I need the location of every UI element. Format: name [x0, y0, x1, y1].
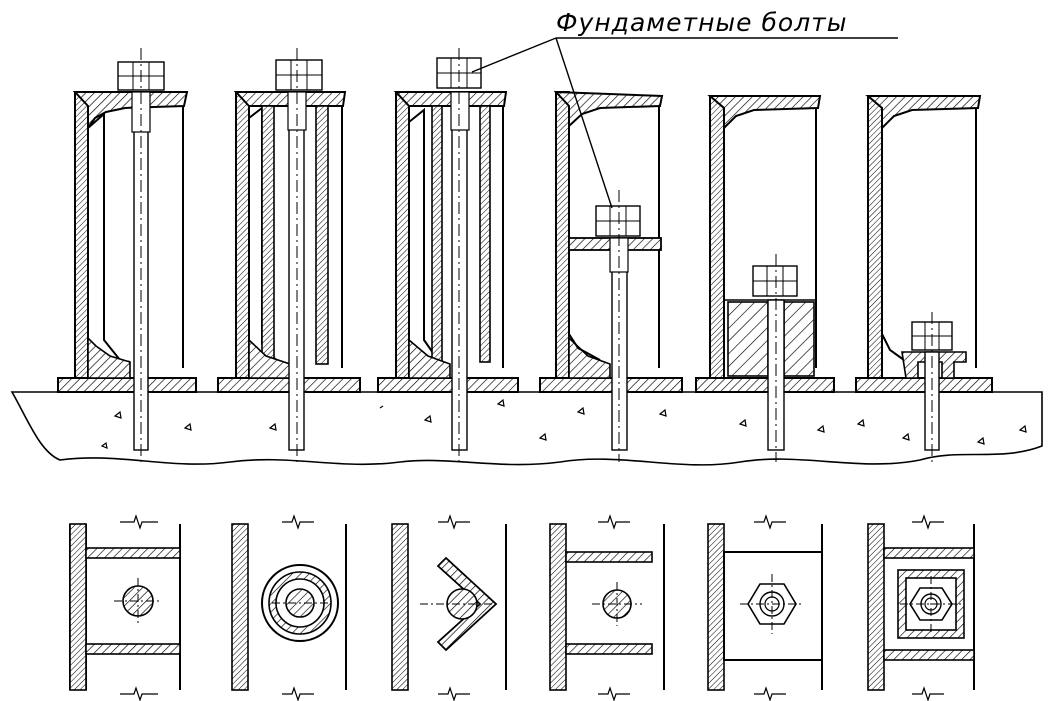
column-section-1: [57, 48, 197, 462]
column-wall-left: [555, 91, 570, 379]
support-tube: [261, 105, 275, 365]
column-inner-rib: [87, 111, 131, 363]
foundation-ground: [10, 391, 1043, 466]
bolt-plate: [901, 351, 967, 379]
plan-view-5: [707, 514, 823, 701]
callout-leader: [471, 37, 898, 209]
column-wall-left: [395, 91, 410, 379]
plan-view-3: [391, 514, 507, 701]
column-top-flange: [72, 91, 189, 132]
plan-view-6: [867, 514, 975, 701]
plan-views: [69, 514, 975, 701]
plan-view-2: [231, 514, 347, 701]
column-top-flange: [707, 95, 822, 131]
support-angle: [431, 105, 443, 363]
column-base-fillet: [87, 336, 131, 379]
base-plate: [855, 377, 993, 393]
leader-to-section-4-bolt: [555, 37, 613, 209]
base-plate: [539, 377, 683, 393]
base-plate: [695, 377, 835, 393]
concrete-aggregate-marks: [100, 398, 1027, 449]
column-section-6: [855, 95, 993, 462]
base-plate: [377, 377, 519, 393]
leader-to-section-3-bolt: [471, 37, 557, 73]
column-section-5: [695, 95, 835, 462]
column-top-flange: [865, 95, 982, 131]
base-plate: [57, 377, 197, 393]
column-section-4: [539, 90, 683, 462]
column-top-flange: [553, 90, 664, 129]
column-section-3: [377, 48, 519, 462]
column-wall-left: [235, 91, 250, 379]
column-section-2: [217, 48, 361, 462]
column-wall-left: [867, 95, 883, 379]
bolt-block: [727, 301, 769, 377]
plan-view-1: [69, 514, 181, 701]
callout-label: Фундаметные болты: [556, 8, 848, 37]
column-wall-left: [74, 91, 89, 379]
plan-view-4: [549, 514, 665, 701]
column-wall-left: [709, 95, 725, 379]
